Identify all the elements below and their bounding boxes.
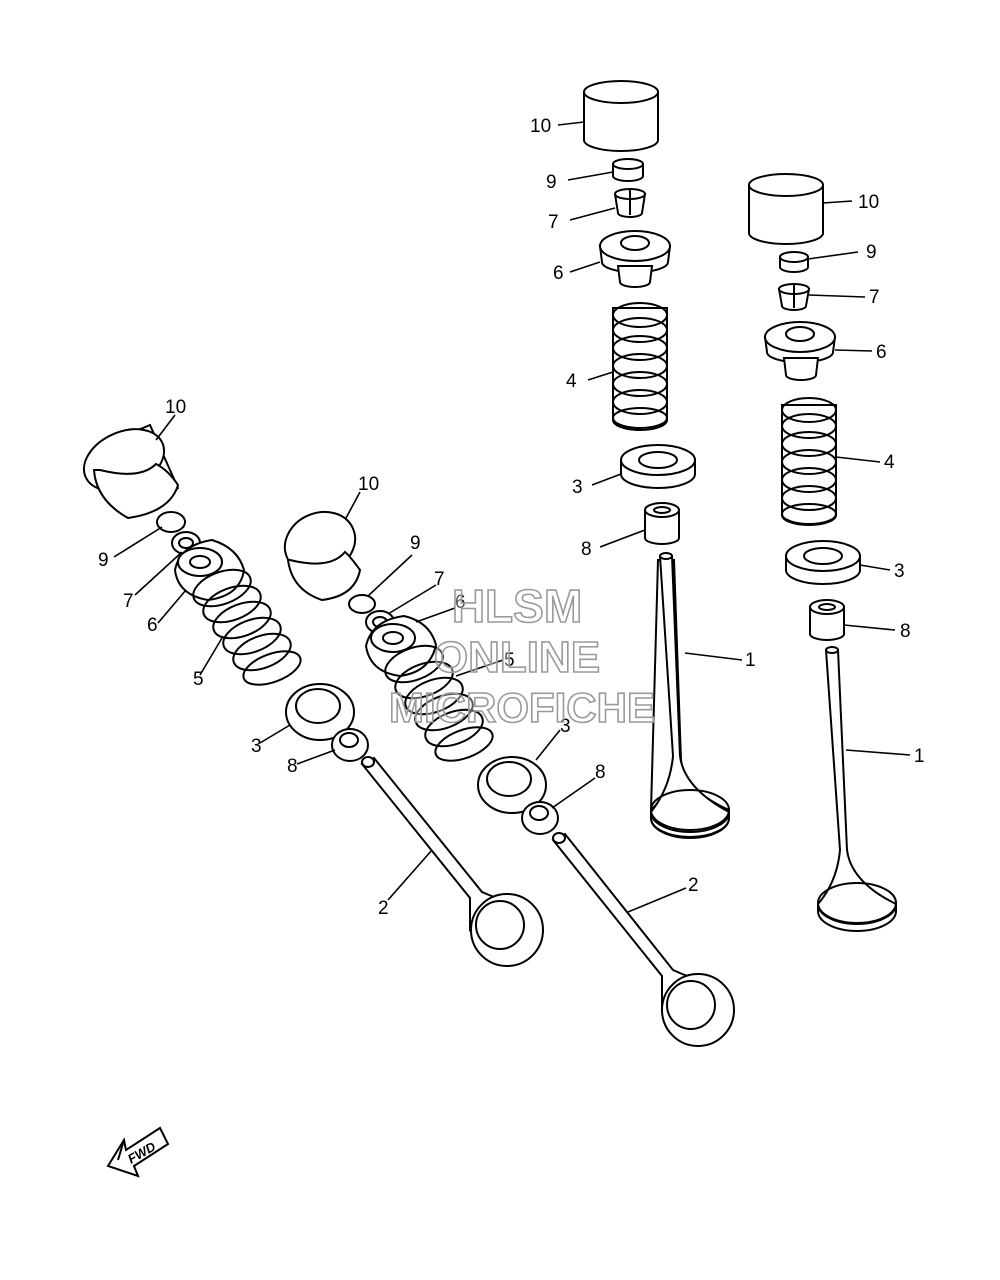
valve-spring-retainer [763,321,837,381]
callout-8: 8 [581,539,592,560]
callout-2: 2 [688,875,699,896]
valve-lifter [583,80,659,152]
callout-7: 7 [548,212,559,233]
callout-6: 6 [876,342,887,363]
callout-7: 7 [434,569,445,590]
valve-stem-seal [331,728,369,762]
valve-pad [156,511,186,533]
callout-9: 9 [98,550,109,571]
callout-10: 10 [165,397,186,418]
callout-4: 4 [566,371,577,392]
watermark-line-1: HLSM [452,580,582,632]
callout-9: 9 [866,242,877,263]
watermark: HLSM ONLINE MICROFICHE [388,579,656,732]
valve-spring [612,302,668,431]
valve-pad [612,158,644,182]
callout-5: 5 [193,669,204,690]
valve-spring [192,568,302,686]
valve-assembly-a: 10 9 7 6 4 3 8 1 [530,80,756,839]
callout-10: 10 [530,116,551,137]
valve-cotter [613,188,647,218]
valve-spring-retainer [173,538,246,602]
callout-10: 10 [858,192,879,213]
valve-stem-seal [644,502,680,545]
callout-3: 3 [251,736,262,757]
callout-9: 9 [410,533,421,554]
valve-spring-seat [477,756,547,814]
valve [551,832,735,1047]
callout-8: 8 [900,621,911,642]
valve-lifter [748,173,824,245]
callout-1: 1 [914,746,925,767]
callout-1: 1 [745,650,756,671]
valve-stem-seal [809,599,845,641]
callout-7: 7 [123,591,134,612]
valve-spring-seat [285,683,355,741]
callout-7: 7 [869,287,880,308]
valve-assembly-c: 10 9 7 6 5 3 8 2 [82,397,544,967]
callout-6: 6 [147,615,158,636]
valve [649,552,731,839]
callout-8: 8 [595,762,606,783]
callout-2: 2 [378,898,389,919]
watermark-line-3: MICROFICHE [389,684,655,731]
callout-5: 5 [504,650,515,671]
valve-spring [781,397,837,526]
valve-pad [348,594,376,614]
watermark-line-2: ONLINE [434,633,600,682]
callout-3: 3 [560,716,571,737]
callout-4: 4 [884,452,895,473]
callout-6: 6 [455,592,466,613]
callout-8: 8 [287,756,298,777]
forward-arrow-icon: FWD [106,1126,170,1178]
callout-10: 10 [358,474,379,495]
valve-spring-retainer [598,230,672,288]
valve-lifter [283,510,362,602]
valve [360,756,544,967]
valve-lifter [82,423,180,520]
valve [816,646,898,932]
valve-spring [384,644,494,762]
valve-assembly-b: 10 9 7 6 4 3 8 1 [748,173,925,932]
callout-9: 9 [546,172,557,193]
callout-6: 6 [553,263,564,284]
callout-3: 3 [894,561,905,582]
valve-pad [779,251,809,273]
valve-assembly-d: 10 9 7 6 5 3 8 2 [283,474,735,1047]
valve-spring-seat [620,444,696,489]
valve-stem-seal [521,801,559,835]
callout-3: 3 [572,477,583,498]
valve-spring-seat [785,540,861,585]
valve-cotter [777,283,811,311]
